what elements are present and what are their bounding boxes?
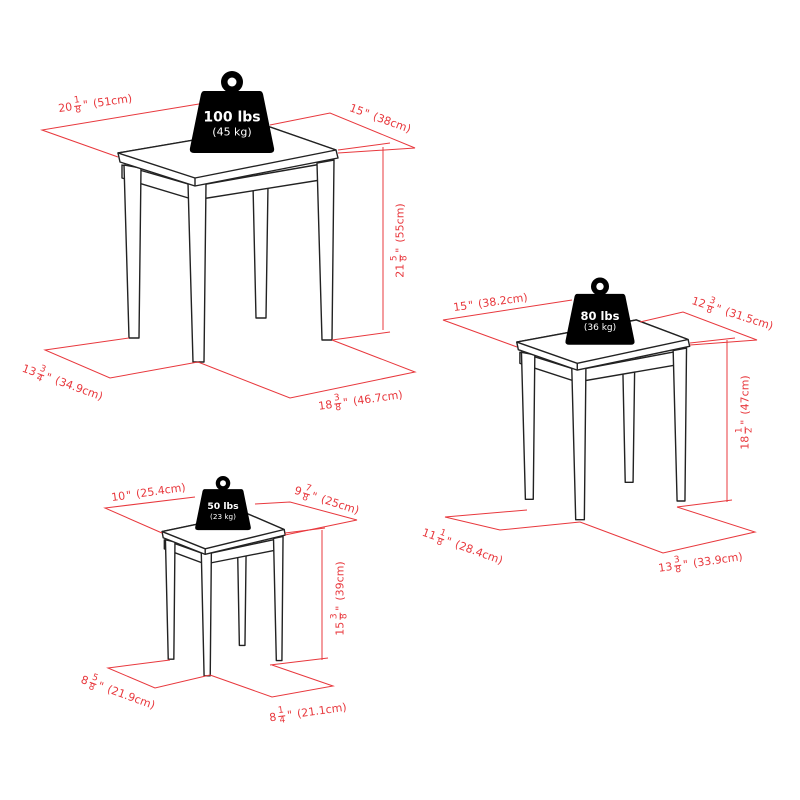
dim-cm: (39cm): [333, 560, 347, 601]
leg-front: [188, 183, 206, 362]
table-small: [162, 514, 285, 676]
dim-cm: (33.9cm): [691, 549, 743, 570]
leg-front: [201, 552, 211, 676]
table-large: [118, 127, 338, 362]
dim-whole: 8: [268, 710, 278, 724]
leg-right: [673, 348, 686, 501]
weight-label: 80 lbs(36 kg): [581, 309, 620, 333]
weight-kg: (36 kg): [583, 322, 617, 333]
dim-cm: (21.1cm): [296, 700, 348, 720]
leg-left: [124, 165, 141, 338]
frac-num: 1: [277, 704, 285, 716]
table-medium: [517, 320, 690, 520]
leg-right: [317, 160, 334, 340]
leg-left: [521, 352, 534, 499]
dimension-line: [337, 142, 391, 151]
dim-whole: 12: [689, 293, 707, 311]
dim-cm: (46.7cm): [351, 387, 403, 408]
leg-back: [253, 185, 268, 318]
dimension-line: [444, 509, 581, 531]
weight-lbs: 50 lbs: [207, 500, 239, 512]
frac-den: 8: [704, 304, 713, 316]
dimension-line: [689, 337, 736, 344]
dim-whole: 15: [333, 621, 347, 636]
weight-icon: [565, 277, 635, 345]
dim-cm: (51cm): [92, 91, 133, 110]
dim-whole: 18: [317, 397, 333, 413]
leg-back: [623, 369, 635, 482]
frac-den: 8: [87, 681, 96, 693]
dimension-line: [269, 657, 329, 666]
weight-label: 100 lbs(45 kg): [203, 110, 260, 139]
dim-whole: 15: [451, 298, 468, 314]
dim-whole: 21: [393, 263, 407, 278]
weight-lbs: 100 lbs: [203, 109, 261, 126]
frac-num: 1: [73, 94, 81, 106]
dim-whole: 13: [657, 559, 673, 575]
dimension-line: [43, 337, 199, 379]
dim-whole: 20: [57, 99, 74, 115]
dim-whole: 18: [738, 435, 752, 450]
frac-num: 5: [389, 254, 400, 261]
frac-den: 2: [744, 426, 755, 433]
frac-num: 3: [332, 392, 340, 404]
frac-den: 8: [674, 564, 682, 576]
frac-den: 4: [34, 372, 44, 385]
dimension-line: [331, 331, 391, 341]
frac-den: 8: [334, 402, 342, 414]
frac-num: 1: [734, 426, 745, 433]
dimension-line: [676, 499, 733, 508]
dimension-line: [442, 299, 573, 348]
frac-den: 8: [300, 492, 309, 504]
dimension-line: [254, 501, 358, 536]
dimension-line: [103, 496, 196, 534]
dimension-line: [197, 339, 417, 399]
dimension-line: [284, 527, 326, 534]
weight-kg: (23 kg): [210, 511, 236, 521]
dimension-line: [579, 506, 757, 554]
frac-den: 4: [278, 714, 286, 726]
dim-whole: 10: [109, 488, 126, 504]
weight-icon: [189, 71, 275, 153]
weight-kg: (45 kg): [212, 125, 252, 139]
frac-den: 8: [434, 536, 444, 549]
leg-back: [238, 554, 246, 646]
weight-lbs: 80 lbs: [580, 308, 620, 323]
leg-right: [274, 536, 284, 660]
dimension-line: [40, 102, 206, 158]
frac-num: 3: [672, 554, 680, 566]
leg-front: [572, 368, 586, 520]
weight-icon: [195, 475, 251, 531]
weight-label: 50 lbs(23 kg): [207, 501, 238, 521]
frac-num: 3: [329, 612, 340, 619]
dimension-line: [269, 112, 416, 154]
frac-den: 8: [399, 254, 410, 261]
dim-cm: (47cm): [738, 374, 752, 415]
dim-cm: (55cm): [393, 202, 407, 243]
leg-left: [165, 540, 175, 659]
dimension-line: [106, 659, 211, 689]
frac-den: 8: [339, 612, 350, 619]
dimension-line: [639, 311, 758, 346]
dimension-line: [209, 664, 335, 698]
frac-den: 8: [74, 104, 82, 116]
